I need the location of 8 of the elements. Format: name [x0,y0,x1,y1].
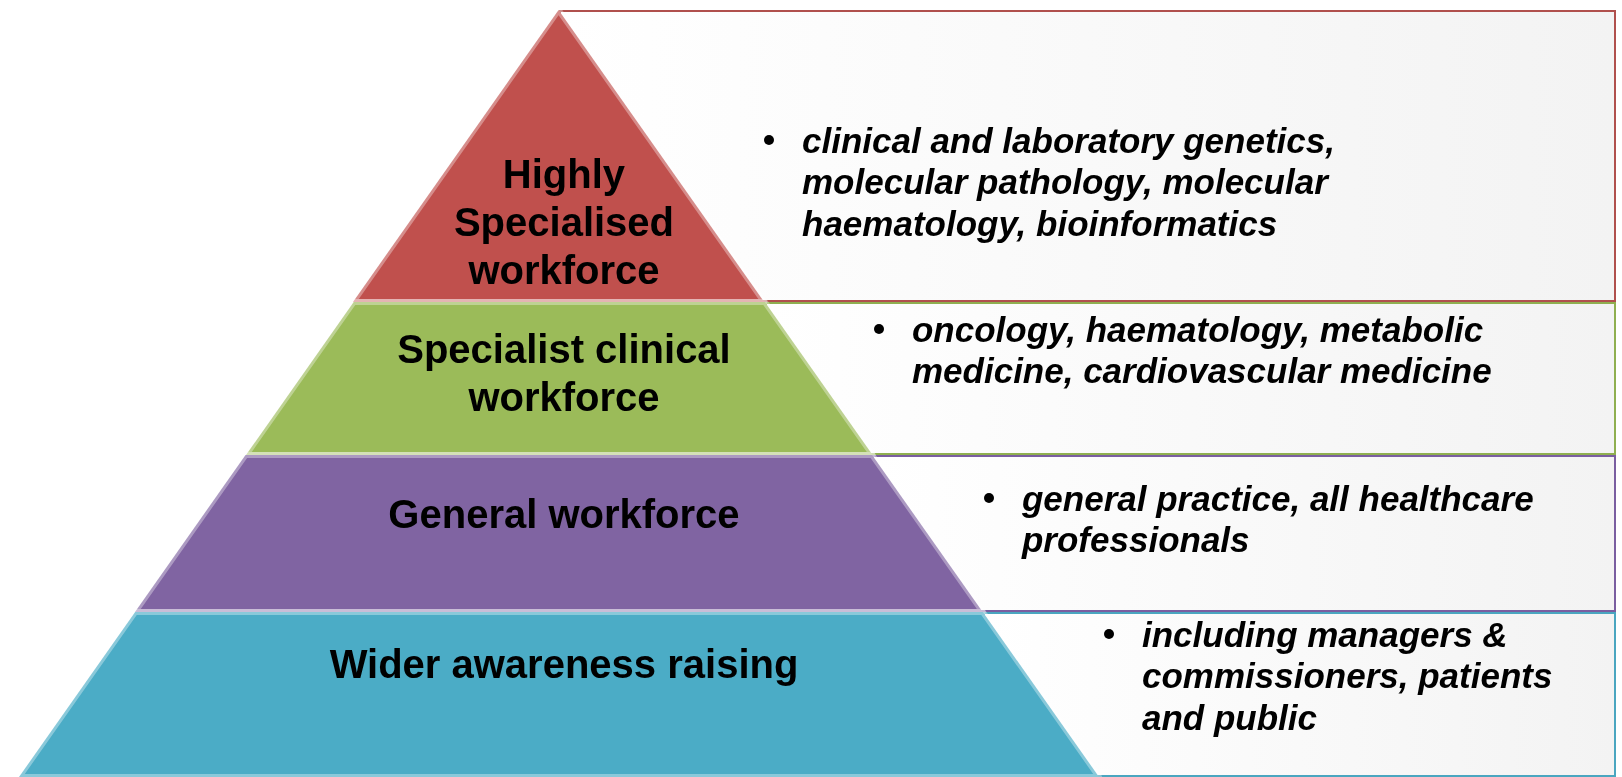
description-text: general practice, all healthcare professionals [1022,478,1535,561]
tier-label: Highly Specialised workforce [452,151,676,294]
description-text: clinical and laboratory genetics, molecular pathology, molecular haematology, bioinformatics [802,120,1336,244]
description-text: oncology, haematology, metabolic medicine, cardiovascular medicine [912,309,1493,392]
tier-label: Specialist clinical workforce [396,326,732,421]
tier-label: General workforce [387,491,741,538]
tier-label: Wider awareness raising [328,641,800,688]
description-text: including managers & commissioners, patients and public [1142,614,1554,738]
